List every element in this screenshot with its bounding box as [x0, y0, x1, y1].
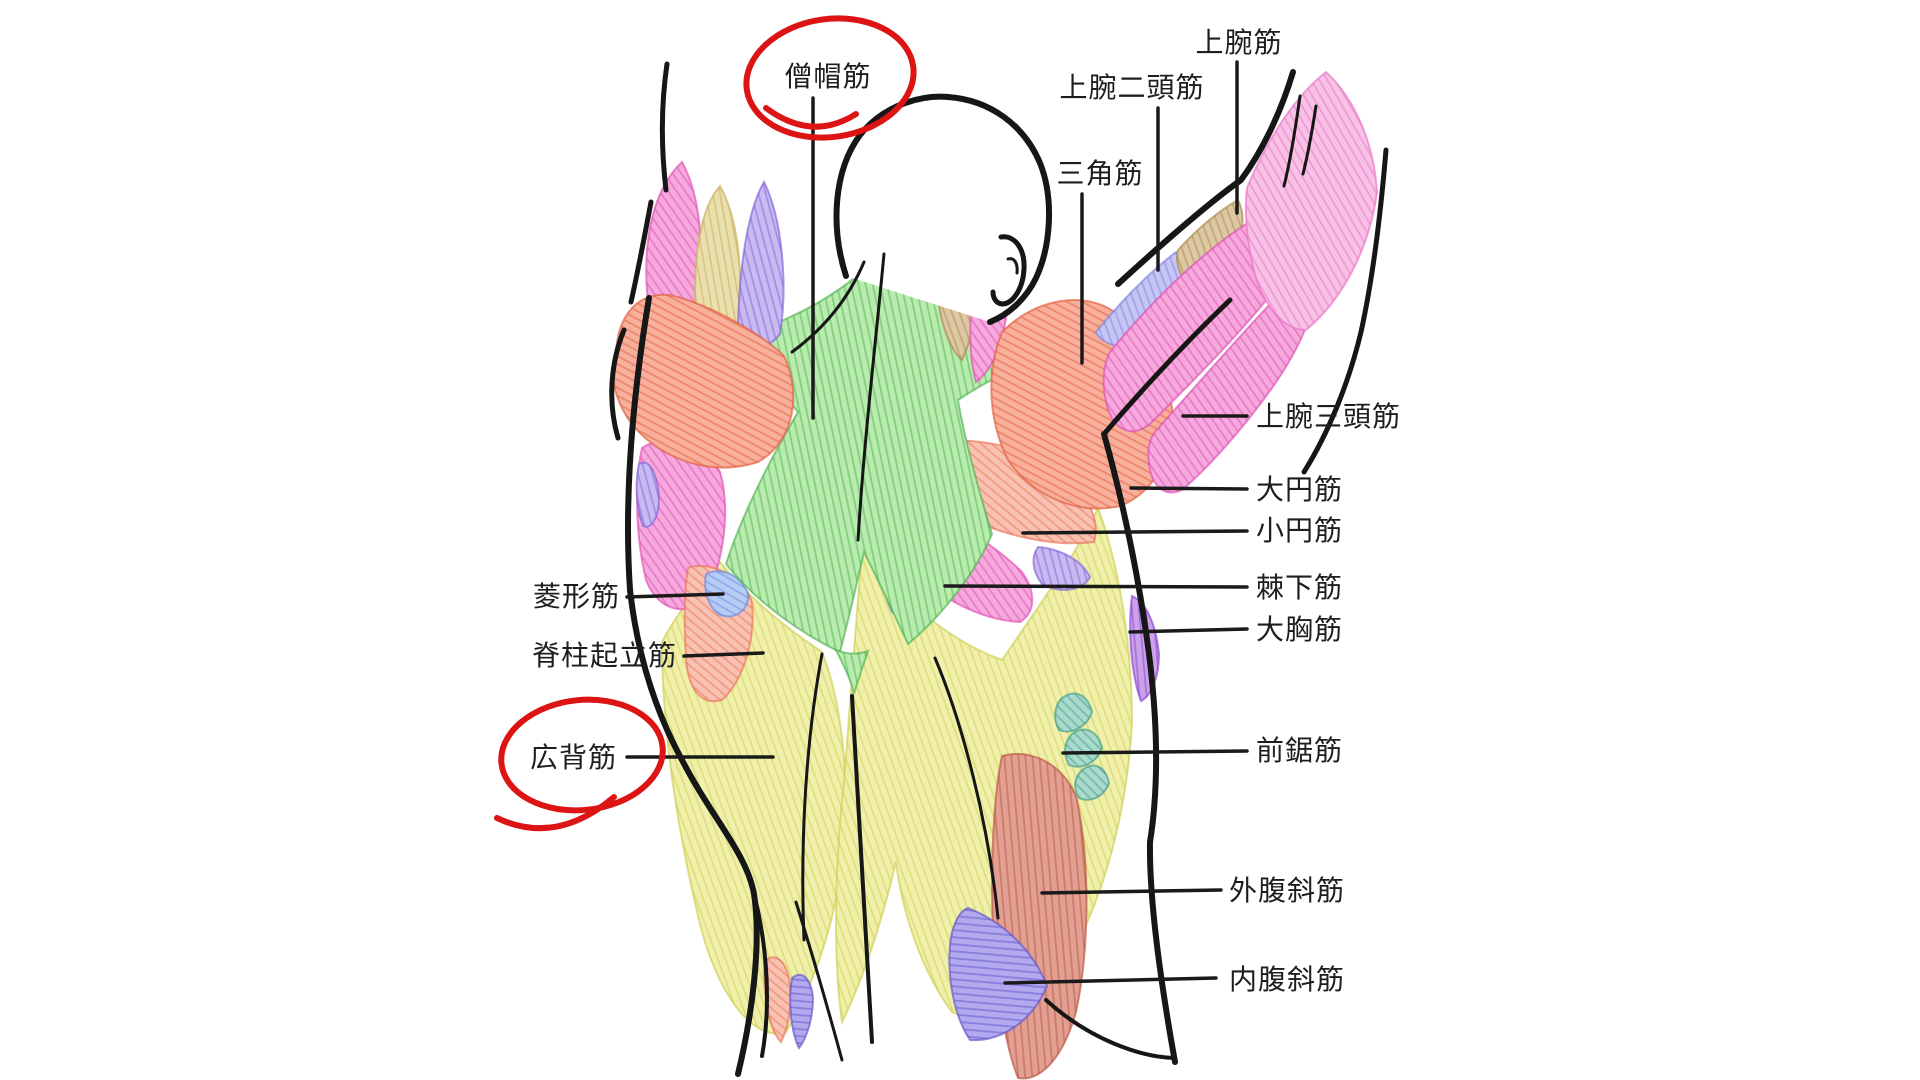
- lat-crease-left: [801, 652, 824, 942]
- left-hip-crease: [752, 892, 769, 1058]
- annotation-layer: [494, 15, 1249, 985]
- label-pectoralis-major: 大胸筋: [1256, 613, 1344, 646]
- label-erector-spinae: 脊柱起立筋: [531, 639, 677, 672]
- leader-line-rhomboid: [625, 592, 725, 599]
- left-arm-contour: [609, 61, 670, 441]
- leader-line-infraspinatus: [943, 584, 1249, 589]
- spine-furrow-line: [850, 694, 874, 1044]
- trapezius-tail: [833, 648, 870, 695]
- lower-spine-sliver: [789, 973, 815, 1050]
- label-teres-minor: 小円筋: [1256, 514, 1344, 547]
- rhomboid-muscle: [704, 570, 750, 618]
- deltoid-left-muscle: [611, 293, 795, 469]
- lat-crease-right: [933, 656, 1000, 920]
- red-circle-annotation-trapezius: [743, 15, 917, 141]
- ear-inner-line: [1006, 257, 1019, 275]
- label-brachialis: 上腕筋: [1195, 26, 1283, 59]
- ear-outline: [990, 234, 1027, 307]
- internal-oblique-muscle: [948, 906, 1049, 1042]
- leader-line-erector-spinae: [682, 651, 765, 658]
- forearm-muscle: [1244, 70, 1379, 332]
- red-circle-annotation-latissimus-dorsi: [494, 696, 666, 832]
- label-rhomboid: 菱形筋: [532, 580, 620, 613]
- wrist-whiskers: [1282, 94, 1318, 188]
- leader-line-teres-minor: [1021, 529, 1249, 535]
- leader-line-serratus-anterior: [1061, 749, 1249, 755]
- head-outline: [833, 93, 1053, 325]
- label-latissimus-dorsi: 広背筋: [529, 741, 617, 774]
- trapezius-spine-line: [856, 252, 886, 542]
- right-hip-crease: [1044, 998, 1176, 1060]
- label-serratus-anterior: 前鋸筋: [1256, 734, 1344, 767]
- leader-line-external-oblique: [1040, 888, 1223, 895]
- left-torso-edge: [625, 295, 760, 1077]
- label-teres-major: 大円筋: [1256, 473, 1344, 506]
- label-deltoid: 三角筋: [1056, 157, 1144, 190]
- leader-line-pectoralis-major: [1128, 627, 1249, 634]
- leader-line-teres-major: [1129, 486, 1249, 491]
- ink-outline-layer: [609, 61, 1389, 1077]
- serratus-anterior-muscle: [1054, 692, 1111, 801]
- label-triceps-brachii: 上腕三頭筋: [1256, 400, 1402, 433]
- teres-minor-muscle: [1032, 545, 1092, 591]
- teres-sliver-left: [635, 461, 661, 528]
- label-infraspinatus: 棘下筋: [1256, 571, 1344, 604]
- label-biceps-brachii: 上腕二頭筋: [1059, 71, 1205, 104]
- right-arm-inner-edge: [1101, 297, 1233, 437]
- left-arm-petal-purple: [736, 179, 785, 349]
- label-external-oblique: 外腹斜筋: [1229, 874, 1346, 907]
- forearm-outer-edge: [1301, 147, 1389, 475]
- label-trapezius: 僧帽筋: [784, 60, 872, 93]
- leader-line-internal-oblique: [1003, 976, 1218, 985]
- trapezius-neck-line: [790, 260, 866, 354]
- triceps-lower-bulge: [1147, 281, 1314, 494]
- label-internal-oblique: 内腹斜筋: [1229, 963, 1346, 996]
